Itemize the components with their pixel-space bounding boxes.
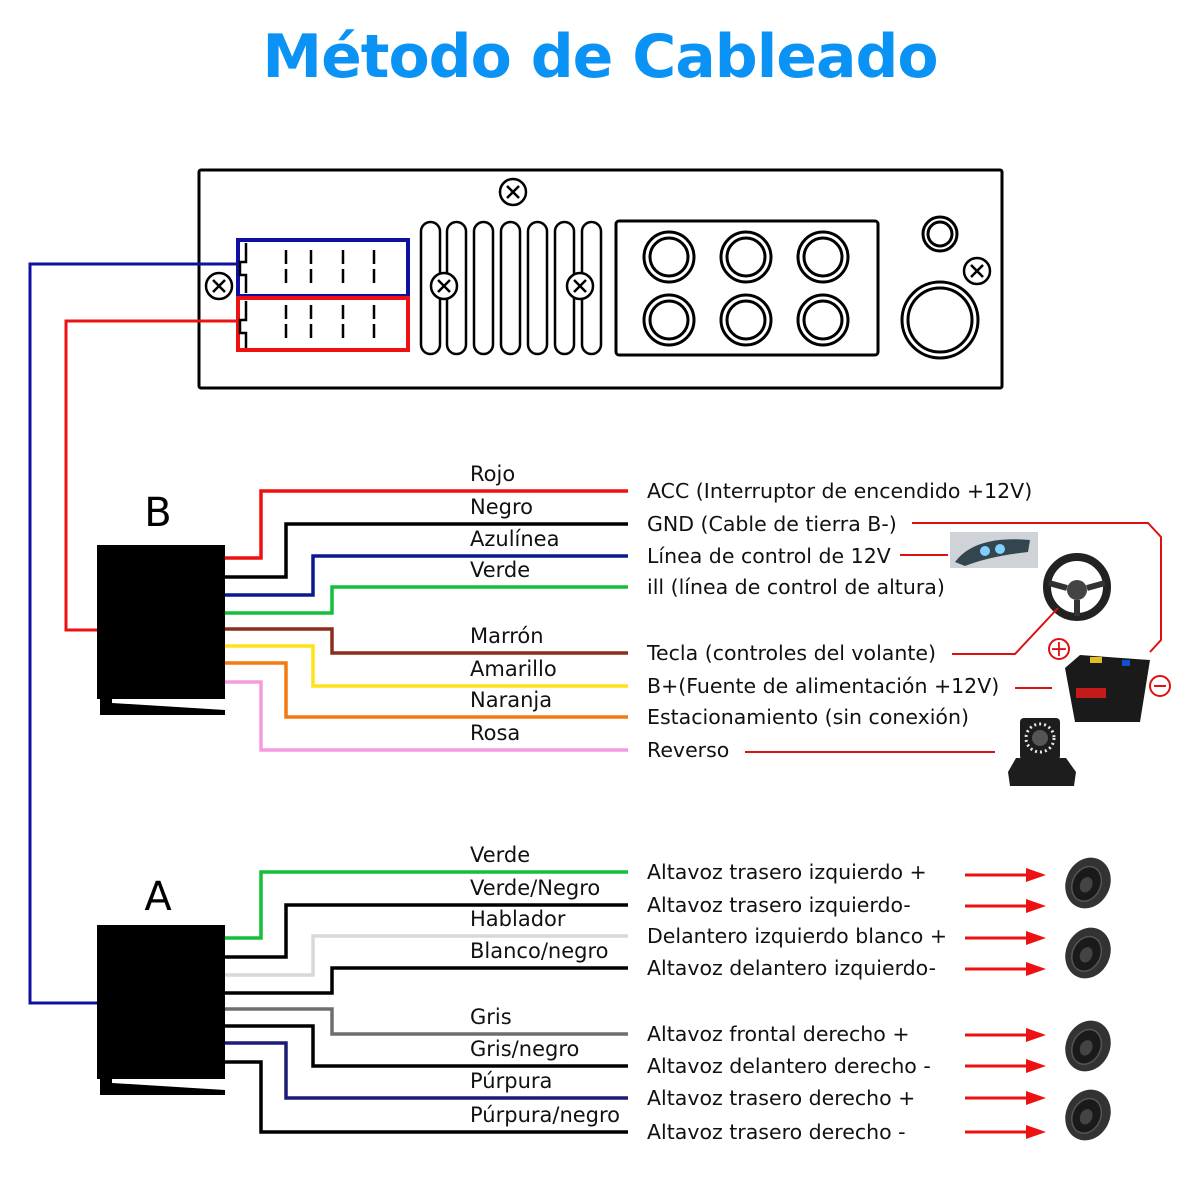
wire-function-label: Línea de control de 12V <box>647 544 891 568</box>
wire <box>225 934 628 977</box>
battery-negative-icon <box>1149 675 1171 697</box>
wire-function-label: Altavoz trasero derecho + <box>647 1086 915 1110</box>
wire-function-label: B+(Fuente de alimentación +12V) <box>647 674 999 698</box>
speaker-icon <box>1065 1089 1111 1141</box>
wire-color-label: Hablador <box>470 907 566 931</box>
head-unit-panel <box>197 168 1004 390</box>
speaker-icon <box>1065 857 1111 909</box>
wire <box>225 522 628 579</box>
lead-a <box>64 319 238 632</box>
wire <box>225 903 628 959</box>
speaker-icon <box>1065 927 1111 979</box>
wire <box>225 1024 628 1068</box>
screws <box>204 177 992 301</box>
wire-function-label: Altavoz delantero izquierdo- <box>647 956 936 980</box>
screw-icon <box>498 177 528 207</box>
arrow-icon <box>965 931 1046 945</box>
wire <box>225 585 628 615</box>
arrow-icon <box>965 962 1046 976</box>
wire-color-label: Amarillo <box>470 657 557 681</box>
battery-positive-icon <box>1048 638 1070 660</box>
screw-icon <box>204 271 234 301</box>
wire <box>225 627 628 655</box>
screw-icon <box>565 271 595 301</box>
wire-function-label: Altavoz trasero derecho - <box>647 1120 906 1144</box>
wire <box>225 966 628 995</box>
wire-function-label: GND (Cable de tierra B-) <box>647 512 897 536</box>
speaker-outputs <box>965 857 1111 1141</box>
accessories: + <box>745 522 1171 786</box>
wire-color-label: Naranja <box>470 688 552 712</box>
wire-color-label: Rosa <box>470 721 520 745</box>
wire-function-label: Tecla (controles del volante) <box>646 641 936 665</box>
wire <box>225 661 628 719</box>
wire-color-label: Marrón <box>470 624 544 648</box>
wire-color-label: Negro <box>470 495 533 519</box>
screw-icon <box>429 271 459 301</box>
connector-a-label: A <box>144 874 172 920</box>
arrow-icon <box>965 868 1046 882</box>
wire <box>225 1060 628 1134</box>
wire-color-label: Rojo <box>470 462 515 486</box>
wire <box>225 644 628 688</box>
wire <box>225 1007 628 1036</box>
connector-b-label: B <box>144 490 171 536</box>
arrow-icon <box>965 1059 1046 1073</box>
wire-function-label: Estacionamiento (sin conexión) <box>647 705 969 729</box>
wire-color-label: Verde <box>470 843 530 867</box>
wire-color-label: Gris <box>470 1005 512 1029</box>
wire-function-label: Altavoz delantero derecho - <box>647 1054 931 1078</box>
wire-color-label: Gris/negro <box>470 1037 579 1061</box>
wire-function-label: ill (línea de control de altura) <box>647 575 945 599</box>
speaker-icon <box>1065 1020 1111 1072</box>
arrow-icon <box>965 899 1046 913</box>
wire-function-label: Reverso <box>647 738 729 762</box>
wire-function-label: ACC (Interruptor de encendido +12V) <box>647 479 1032 503</box>
wire <box>225 554 628 597</box>
battery-positive-label: + <box>1050 637 1068 662</box>
wire-color-label: Púrpura/negro <box>470 1103 620 1127</box>
steering-wheel-image <box>1043 553 1111 621</box>
wire-color-label: Blanco/negro <box>470 939 608 963</box>
arrow-icon <box>965 1028 1046 1042</box>
wire-function-label: Altavoz trasero izquierdo- <box>647 893 911 917</box>
arrow-icon <box>965 1125 1046 1139</box>
wire-function-label: Delantero izquierdo blanco + <box>647 924 947 948</box>
socket-a <box>236 296 410 352</box>
wire <box>225 680 628 752</box>
headlight-image <box>950 532 1038 568</box>
wire <box>225 870 628 940</box>
screw-icon <box>962 256 992 286</box>
reverse-camera-image <box>1008 718 1076 786</box>
wire-color-label: Verde/Negro <box>470 876 600 900</box>
arrow-icon <box>965 1091 1046 1105</box>
wire-function-label: Altavoz frontal derecho + <box>647 1022 910 1046</box>
wire-color-label: Azulínea <box>470 527 559 551</box>
battery-image <box>1065 655 1150 722</box>
page-title: Método de Cableado <box>262 22 938 92</box>
lead-b <box>28 262 238 1005</box>
rca-jack-panel <box>614 219 880 357</box>
wire <box>225 489 628 560</box>
wire-function-label: Altavoz trasero izquierdo + <box>647 860 927 884</box>
wire-color-label: Verde <box>470 558 530 582</box>
wire <box>225 1041 628 1100</box>
antenna-jack <box>900 215 980 360</box>
wire-color-label: Púrpura <box>470 1069 552 1093</box>
